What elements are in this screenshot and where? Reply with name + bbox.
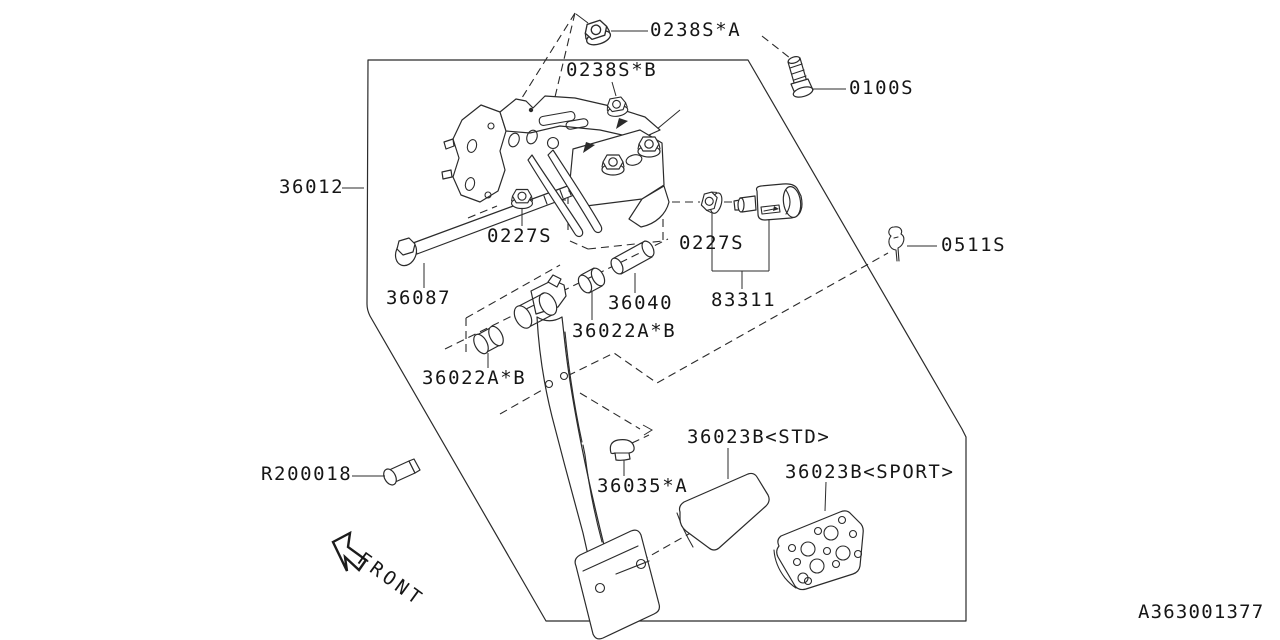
part-label-36022ab-left: 36022A*B — [422, 367, 527, 389]
part-label-36023b-sport: 36023B<SPORT> — [785, 461, 955, 483]
pedal-arm-drawing — [513, 274, 606, 565]
part-label-r200018: R200018 — [261, 463, 353, 485]
part-label-0227s-left: 0227S — [487, 225, 553, 247]
part-label-83311: 83311 — [711, 289, 777, 311]
part-label-0100s: 0100S — [849, 77, 915, 99]
drawing-code: A363001377 — [1138, 601, 1265, 623]
part-label-0238s-a: 0238S*A — [650, 19, 742, 41]
pedal-bracket-drawing — [441, 95, 670, 238]
diagram-border — [366, 59, 967, 622]
nut-0238sa-icon — [575, 13, 613, 49]
part-label-36012: 36012 — [279, 176, 345, 198]
part-label-36022ab-right: 36022A*B — [572, 320, 677, 342]
bushing-36022-right-icon — [577, 267, 606, 294]
stopper-36035-icon — [609, 439, 635, 461]
leader-lines — [342, 30, 937, 512]
bushing-36022-left-icon — [473, 325, 504, 355]
part-label-0227s-right: 0227S — [679, 232, 745, 254]
pad-std-icon — [676, 472, 770, 551]
front-arrow-icon — [331, 530, 368, 572]
nut-0227s-left-icon — [510, 188, 534, 210]
part-label-0238s-b: 0238S*B — [566, 59, 658, 81]
pedal-foot-pad-drawing — [574, 529, 661, 640]
part-label-36035-a: 36035*A — [597, 475, 689, 497]
spacer-36040-icon — [610, 240, 655, 275]
pin-r200018-icon — [383, 458, 421, 486]
nut-0227s-right-icon — [699, 188, 725, 216]
switch-83311-icon — [733, 183, 803, 221]
part-label-0511s: 0511S — [941, 234, 1007, 256]
part-label-36023b-std: 36023B<STD> — [687, 426, 831, 448]
clip-0511s-icon — [888, 226, 905, 262]
part-label-36040: 36040 — [608, 292, 674, 314]
part-label-36087: 36087 — [386, 287, 452, 309]
bolt-0100s-icon — [787, 55, 814, 98]
pad-sport-icon — [773, 510, 864, 591]
